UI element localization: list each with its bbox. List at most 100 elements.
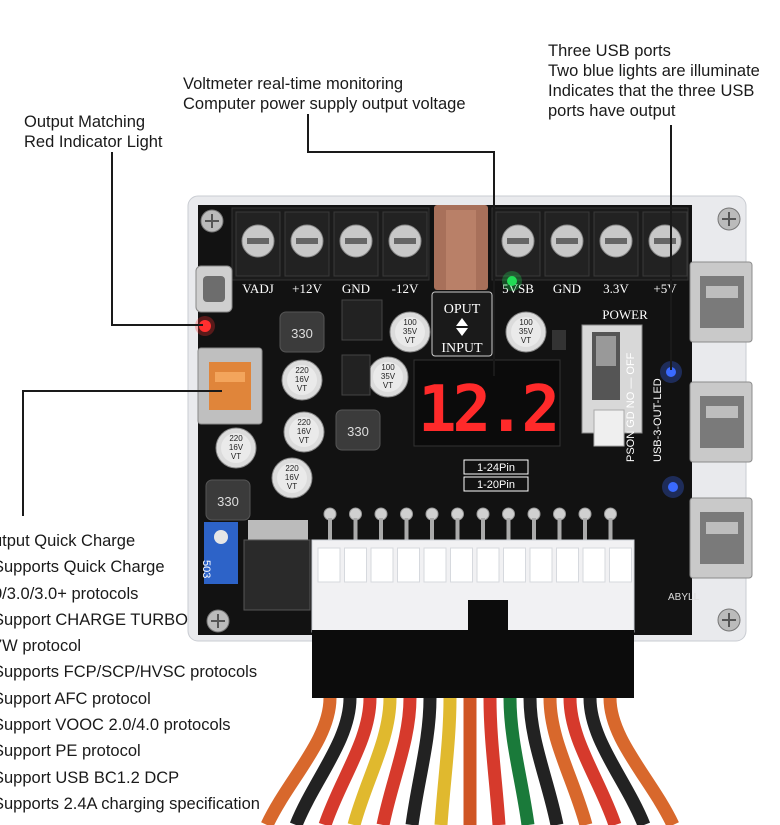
svg-text:100: 100 (403, 318, 417, 327)
callout-line: Red Indicator Light (24, 133, 163, 151)
input-label: INPUT (441, 341, 483, 356)
terminal-label: +12V (292, 281, 322, 296)
atx-pin (425, 507, 439, 540)
terminal-label: GND (342, 281, 370, 296)
atx-pin (527, 507, 541, 540)
atx-wire (563, 697, 622, 825)
svg-text:16V: 16V (295, 375, 310, 384)
terminal-labels-left: VADJ +12V GND -12V (242, 281, 419, 296)
atx-pin (374, 507, 388, 540)
atx-pin (553, 507, 566, 540)
callout-line: Two blue lights are illuminate (548, 62, 760, 80)
inductor: 330 (279, 311, 325, 353)
callout-line: Voltmeter real-time monitoring (183, 75, 404, 93)
svg-text:35V: 35V (381, 372, 396, 381)
red-indicator-led (199, 320, 211, 332)
leader-line (111, 152, 113, 326)
feature-list: utput Quick Charge Supports Quick Charge… (0, 528, 260, 817)
svg-text:16V: 16V (297, 427, 312, 436)
terminal-screw (333, 211, 379, 277)
callout-line: Output Matching (24, 113, 146, 131)
trimmer-potentiometer: 503 (200, 522, 238, 584)
leader-line (307, 151, 495, 153)
feature-item: 0/3.0/3.0+ protocols (0, 584, 139, 603)
oput-label: OPUT (444, 302, 481, 317)
atx-wire (347, 697, 397, 825)
leader-line (111, 324, 203, 326)
atx-wire (434, 697, 457, 825)
atx-pin (400, 507, 413, 540)
svg-text:VT: VT (287, 482, 297, 491)
capacitors: 10035VVT10035VVT22016VVT10035VVT22016VVT… (215, 311, 547, 499)
quick-charge-usb-port (197, 347, 263, 425)
feature-item: Supports FCP/SCP/HVSC protocols (0, 663, 258, 682)
svg-text:16V: 16V (285, 473, 300, 482)
svg-text:35V: 35V (519, 327, 534, 336)
feature-item: utput Quick Charge (0, 532, 136, 550)
blue-led-1 (666, 367, 676, 377)
callout-output-matching: Output Matching Red Indicator Light (24, 112, 163, 152)
pin24-label: 1-24Pin (477, 462, 515, 474)
svg-text:16V: 16V (229, 443, 244, 452)
atx-wire (483, 697, 506, 825)
atx-wire (603, 697, 679, 825)
green-led (507, 276, 517, 286)
callout-usb-ports: Three USB ports Two blue lights are illu… (548, 41, 760, 121)
feature-item: Support AFC protocol (0, 689, 151, 708)
leader-line (670, 125, 672, 370)
atx-wire (376, 697, 417, 825)
corner-screw-top-right (717, 207, 741, 231)
atx-wire (405, 697, 437, 825)
atx-pin-row (323, 507, 617, 540)
pin20-label: 1-20Pin (477, 479, 515, 491)
feature-item: 7W protocol (0, 637, 82, 656)
atx-pin (604, 507, 617, 540)
terminal-label: GND (553, 281, 581, 296)
terminal-screw (235, 211, 281, 277)
atx-pin (476, 507, 490, 540)
svg-text:220: 220 (229, 434, 243, 443)
terminal-label: VADJ (242, 281, 274, 296)
voltmeter-display: 12.2 (413, 359, 561, 447)
terminal-label: +5V (653, 281, 677, 296)
svg-text:VT: VT (299, 436, 309, 445)
feature-item: Support PE protocol (0, 742, 141, 761)
leader-line (22, 390, 222, 392)
atx-wire (543, 697, 593, 825)
atx-wire (289, 697, 357, 825)
feature-item: Support VOOC 2.0/4.0 protocols (0, 716, 231, 735)
svg-text:VT: VT (521, 336, 531, 345)
svg-text:220: 220 (297, 418, 311, 427)
callout-line: Computer power supply output voltage (183, 95, 466, 113)
svg-text:330: 330 (217, 494, 239, 509)
usb-led-label: USB-3-OUT-LED (652, 378, 664, 462)
atx-pin (502, 507, 515, 540)
atx-24-pin-connector (311, 539, 635, 698)
callout-line: Three USB ports (548, 42, 671, 60)
svg-text:100: 100 (381, 363, 395, 372)
svg-text:100: 100 (519, 318, 533, 327)
atx-wire (503, 697, 535, 825)
svg-text:330: 330 (347, 424, 369, 439)
blue-led-2 (668, 482, 678, 492)
terminal-label: -12V (392, 281, 419, 296)
power-switch: POWER PSON GD NO — OFF (581, 307, 648, 462)
atx-pin (451, 507, 464, 540)
inductors: 330 330 330 (205, 311, 381, 521)
atx-wire (318, 697, 377, 825)
brand-label: ABYLL (668, 592, 700, 603)
feature-item: Support USB BC1.2 DCP (0, 768, 180, 787)
corner-screw-bottom-right (717, 608, 741, 632)
feature-item: Supports 2.4A charging specification (0, 794, 260, 813)
atx-wire-bundle (261, 697, 679, 825)
screw-terminal-block-left (231, 207, 430, 281)
screw-terminal-block-right (491, 207, 689, 281)
callout-line: ports have output (548, 102, 676, 120)
usb-ports-right (689, 261, 753, 579)
pin-labels: 1-24Pin 1-20Pin (463, 459, 529, 492)
atx-wire (583, 697, 651, 825)
